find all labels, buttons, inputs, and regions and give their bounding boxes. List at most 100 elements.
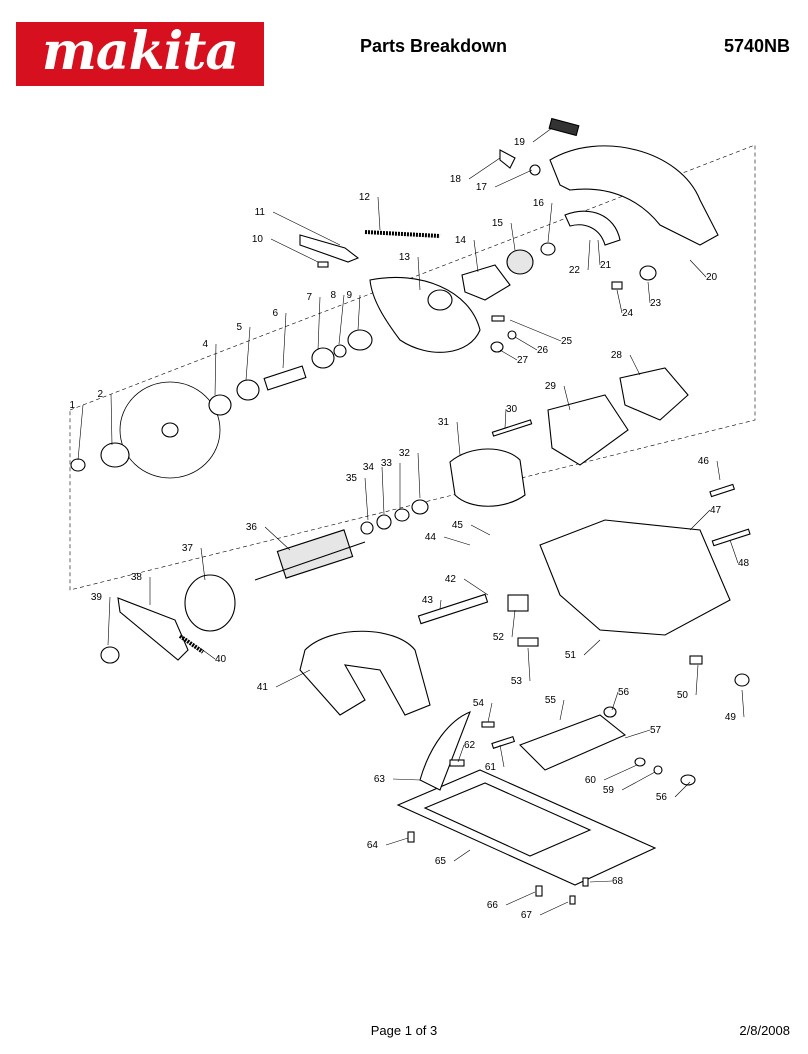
part-number-label: 25: [561, 336, 573, 347]
bearing-16: [540, 242, 556, 256]
leader-line: [616, 289, 623, 314]
part-number-label: 31: [438, 417, 450, 428]
leader-line: [385, 837, 409, 846]
leader-line: [199, 647, 216, 660]
part-number-label: 5: [236, 322, 242, 333]
leader-line: [674, 781, 691, 798]
washer-35: [360, 521, 374, 535]
cover-21: [564, 210, 621, 246]
leader-line: [456, 421, 461, 456]
leader-line: [689, 509, 711, 531]
page-indicator: Page 1 of 3: [370, 1023, 438, 1038]
part-number-label: 53: [511, 676, 523, 687]
leader-line: [510, 222, 516, 251]
screw-68: [582, 877, 589, 887]
part-number-label: 66: [487, 900, 499, 911]
part-number-label: 35: [346, 473, 358, 484]
bearing-5: [236, 379, 260, 401]
leader-line: [392, 778, 421, 781]
label-19: [548, 117, 580, 137]
leader-line: [583, 639, 601, 656]
part-number-label: 34: [363, 462, 375, 473]
leader-line: [611, 691, 619, 711]
bearing-39: [100, 646, 120, 664]
screw-25: [491, 315, 505, 322]
blade-arbor-hole: [161, 422, 179, 438]
leader-line: [364, 477, 369, 521]
guard-hub: [427, 289, 453, 311]
blade-guard: [369, 276, 481, 353]
part-number-label: 7: [306, 292, 312, 303]
part-53: [517, 637, 539, 647]
leader-line: [509, 319, 562, 342]
base-slot: [423, 782, 592, 857]
wing-nut-56: [603, 706, 617, 718]
bracket-55: [519, 714, 627, 771]
leader-line: [511, 609, 516, 638]
screw-48: [711, 528, 751, 547]
leader-line: [77, 404, 84, 461]
tension-spring: [364, 230, 441, 238]
motor-housing-51: [539, 519, 731, 636]
leader-line: [499, 349, 518, 361]
screw-10: [317, 261, 329, 268]
fan-37: [184, 574, 236, 632]
leader-line: [563, 385, 571, 411]
pin-61: [491, 736, 516, 749]
leader-line: [357, 294, 361, 331]
part-number-label: 56: [618, 687, 630, 698]
part-number-label: 44: [425, 532, 437, 543]
part-number-label: 40: [215, 654, 227, 665]
screw-30: [491, 419, 533, 437]
leader-line: [264, 526, 291, 551]
part-number-label: 63: [374, 774, 386, 785]
washer-8: [333, 344, 347, 358]
part-number-label: 10: [252, 234, 264, 245]
pin-54: [481, 721, 495, 728]
leader-line: [621, 771, 656, 791]
registered-mark: ®: [244, 24, 251, 34]
leader-line: [473, 239, 479, 273]
part-number-label: 36: [246, 522, 258, 533]
inner-flange: [208, 394, 232, 416]
part-number-label: 67: [521, 910, 533, 921]
part-number-label: 8: [330, 290, 336, 301]
part-number-label: 6: [272, 308, 278, 319]
leader-line: [317, 296, 321, 351]
part-number-label: 57: [650, 725, 662, 736]
assembly-boundary-upper: [69, 144, 756, 591]
hex-bolt: [70, 458, 86, 472]
leader-line: [468, 157, 501, 180]
part-number-label: 27: [517, 355, 529, 366]
leader-line: [647, 281, 651, 304]
leader-line: [499, 744, 505, 768]
part-number-label: 52: [493, 632, 505, 643]
field-29: [547, 394, 629, 466]
retaining-ring: [347, 329, 373, 351]
leader-line: [245, 326, 251, 381]
leader-line: [504, 408, 507, 429]
bearing-7: [311, 347, 335, 369]
part-number-label: 56: [656, 792, 668, 803]
leader-line: [589, 880, 613, 883]
washer-32: [411, 499, 429, 515]
gear-15: [506, 249, 534, 275]
part-number-label: 68: [612, 876, 624, 887]
part-number-label: 41: [257, 682, 269, 693]
screw-66: [535, 885, 543, 897]
part-number-label: 45: [452, 520, 464, 531]
quadrant-63: [419, 711, 471, 791]
leader-line: [487, 702, 493, 723]
wing-nut-18: [499, 149, 516, 169]
part-number-label: 22: [569, 265, 581, 276]
part-number-label: 16: [533, 198, 545, 209]
part-number-label: 13: [399, 252, 411, 263]
leader-line: [603, 764, 638, 781]
leader-line: [381, 466, 385, 515]
part-number-label: 2: [97, 389, 103, 400]
leader-line: [377, 196, 381, 231]
part-number-label: 49: [725, 712, 737, 723]
leader-line: [110, 393, 113, 446]
leader-line: [532, 127, 553, 143]
bushing-23: [639, 265, 657, 281]
